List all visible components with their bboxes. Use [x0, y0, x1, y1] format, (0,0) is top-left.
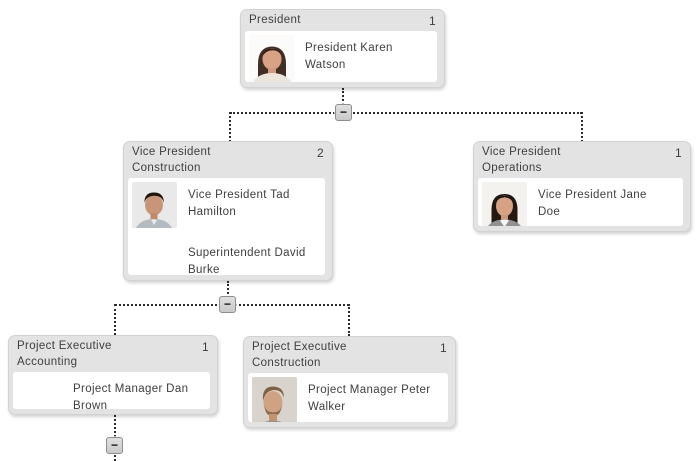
member-name: President Karen Watson: [305, 41, 393, 71]
org-node-president[interactable]: President 1 President Karen Watson: [240, 9, 445, 88]
member-photo-karen-watson: [249, 34, 294, 82]
org-node-vp-operations[interactable]: Vice President Operations 1 Vice Presi: [473, 141, 691, 232]
node-body: Project Manager Peter Walker: [248, 373, 448, 422]
collapse-button-vp-construction[interactable]: −: [219, 296, 236, 313]
node-title: Project Executive Accounting: [17, 340, 112, 368]
node-body: Project Manager Dan Brown: [13, 372, 210, 409]
node-header: Vice President Operations 1: [474, 142, 690, 177]
member-name: Superintendent David Burke: [188, 247, 306, 275]
node-count-badge: 1: [429, 14, 436, 28]
member-photo-placeholder: [17, 376, 62, 377]
member-name: Vice President Tad Hamilton: [188, 189, 290, 219]
node-count-badge: 2: [317, 146, 324, 160]
node-count-badge: 1: [675, 146, 682, 160]
org-node-vp-construction[interactable]: Vice President Construction 2 Vice Presi…: [123, 141, 333, 281]
connector-drop-pe-accounting: [114, 304, 116, 335]
connector-president-stem: [342, 88, 344, 113]
member-row[interactable]: Project Manager Dan Brown: [17, 376, 206, 409]
node-title: Vice President Operations: [482, 146, 561, 174]
org-node-pe-accounting[interactable]: Project Executive Accounting 1 Project M…: [8, 335, 218, 415]
connector-drop-pe-construction: [348, 304, 350, 336]
node-header: Project Executive Accounting 1: [9, 336, 217, 371]
node-title: President: [249, 14, 301, 26]
connector-vp-construction-stem: [227, 281, 229, 305]
member-row[interactable]: Superintendent David Burke: [132, 240, 321, 275]
connector-president-rail: [230, 112, 582, 114]
member-name: Project Manager Peter Walker: [308, 384, 431, 414]
member-row[interactable]: Vice President Jane Doe: [482, 182, 679, 226]
node-header: Vice President Construction 2: [124, 142, 332, 177]
node-header: Project Executive Construction 1: [244, 337, 455, 372]
connector-drop-vp-operations: [581, 112, 583, 142]
member-name: Vice President Jane Doe: [538, 189, 647, 219]
collapse-button-pe-accounting[interactable]: −: [106, 437, 123, 454]
org-node-pe-construction[interactable]: Project Executive Construction 1 Project…: [243, 336, 456, 428]
node-title: Project Executive Construction: [252, 341, 347, 369]
member-photo-tad-hamilton: [132, 182, 177, 229]
member-row[interactable]: Vice President Tad Hamilton: [132, 182, 321, 229]
node-body: President Karen Watson: [245, 30, 437, 82]
member-row[interactable]: President Karen Watson: [249, 34, 433, 82]
member-row[interactable]: Project Manager Peter Walker: [252, 377, 444, 422]
node-count-badge: 1: [202, 340, 209, 354]
member-photo-placeholder: [132, 240, 177, 241]
node-count-badge: 1: [440, 341, 447, 355]
node-body: Vice President Jane Doe: [478, 178, 683, 226]
collapse-button-president[interactable]: −: [335, 104, 352, 121]
connector-drop-vp-construction: [229, 112, 231, 142]
member-photo-peter-walker: [252, 377, 297, 422]
member-photo-jane-doe: [482, 182, 527, 226]
node-body: Vice President Tad Hamilton Superintende…: [128, 178, 325, 275]
node-title: Vice President Construction: [132, 146, 211, 174]
node-header: President 1: [241, 10, 444, 30]
member-name: Project Manager Dan Brown: [73, 383, 189, 409]
